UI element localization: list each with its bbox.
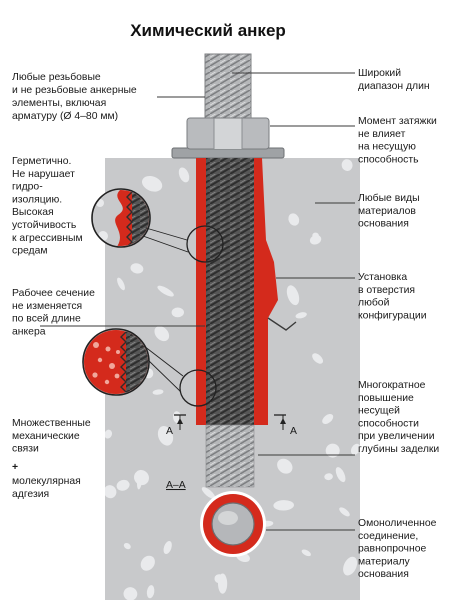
right-labels: Широкий диапазон длин Момент затяжки не … bbox=[358, 68, 440, 580]
aggregate-stone bbox=[157, 285, 174, 297]
aggregate-stone bbox=[105, 429, 113, 439]
aggregate-stone bbox=[105, 485, 117, 499]
aggregate-stone bbox=[123, 542, 131, 550]
section-mark-left: A bbox=[166, 426, 173, 437]
zoom-target-lower bbox=[179, 369, 217, 407]
left-labels: Любые резьбовые и не резьбовые анкерные … bbox=[12, 71, 140, 500]
nut-highlight bbox=[214, 118, 242, 149]
aggregate-stone bbox=[322, 414, 334, 424]
aggregate-stone bbox=[201, 487, 216, 499]
aggregate-stone bbox=[286, 285, 300, 306]
aggregate-stone bbox=[335, 467, 346, 483]
label-working-section: Рабочее сечение не изменяется по всей дл… bbox=[12, 287, 98, 337]
aggregate-stone bbox=[339, 507, 350, 517]
aggregate-stone bbox=[341, 159, 353, 171]
aggregate-stone bbox=[154, 326, 170, 342]
label-sealed: Герметично. Не нарушает гидро- изоляцию.… bbox=[12, 156, 86, 257]
label-adhesion: молекулярная адгезия bbox=[12, 476, 84, 500]
aggregate-stone bbox=[146, 585, 155, 599]
zoom-target-upper bbox=[186, 225, 224, 263]
aggregate-stone bbox=[171, 307, 184, 318]
aggregate-stone bbox=[295, 312, 307, 319]
aggregate-stone bbox=[157, 426, 174, 446]
label-hole-config: Установка в отверстия любой конфигурации bbox=[358, 272, 427, 321]
aggregate-stone bbox=[277, 458, 293, 474]
section-label: A–A bbox=[166, 480, 186, 491]
section-marks: A A A–A bbox=[166, 414, 297, 491]
nut-assembly bbox=[171, 117, 285, 159]
aggregate-stones bbox=[105, 159, 360, 600]
label-monolithic: Омоноличенное соединение, равнопрочное м… bbox=[358, 518, 439, 580]
aggregate-stone bbox=[178, 167, 190, 183]
zoom-seal-detail bbox=[91, 188, 151, 248]
aggregate-stone bbox=[309, 235, 322, 245]
label-torque: Момент затяжки не влияет на несущую спос… bbox=[358, 116, 440, 165]
aggregate-stone bbox=[123, 587, 138, 600]
label-plus: + bbox=[12, 462, 18, 473]
aggregate-stone bbox=[273, 500, 294, 511]
label-load-increase: Многократное повышение несущей способнос… bbox=[358, 380, 439, 455]
section-mark-right: A bbox=[290, 426, 297, 437]
aggregate-stone bbox=[325, 443, 340, 458]
aggregate-stone bbox=[312, 353, 324, 364]
label-base-materials: Любые виды материалов основания bbox=[358, 192, 422, 230]
zoom-bond-detail bbox=[82, 328, 150, 396]
aggregate-stone bbox=[140, 555, 155, 571]
label-threaded-elements: Любые резьбовые и не резьбовые анкерные … bbox=[12, 71, 140, 122]
aggregate-stone bbox=[141, 175, 163, 192]
aggregate-stone bbox=[343, 556, 358, 576]
cross-section bbox=[200, 491, 266, 557]
rod-top-thread bbox=[204, 53, 252, 119]
label-length-range: Широкий диапазон длин bbox=[358, 68, 430, 92]
crack-line bbox=[267, 317, 297, 331]
aggregate-stone bbox=[116, 479, 130, 491]
aggregate-stone bbox=[350, 443, 360, 455]
aggregate-stone bbox=[152, 389, 164, 395]
aggregate-stone bbox=[117, 277, 125, 291]
aggregate-stone bbox=[324, 473, 333, 481]
rod-bottom-thread bbox=[205, 424, 255, 488]
aggregate-stone bbox=[130, 263, 144, 274]
aggregate-stone bbox=[163, 540, 172, 555]
aggregate-stone bbox=[301, 549, 311, 557]
aggregate-stone bbox=[134, 470, 149, 486]
rod-embedded bbox=[206, 158, 254, 425]
aggregate-stone bbox=[217, 573, 228, 594]
aggregate-stone bbox=[288, 213, 300, 226]
diagram-title: Химический анкер bbox=[130, 21, 286, 40]
label-mechanical-bonds: Множественные механические связи bbox=[12, 418, 94, 455]
leader-lines bbox=[40, 72, 355, 531]
